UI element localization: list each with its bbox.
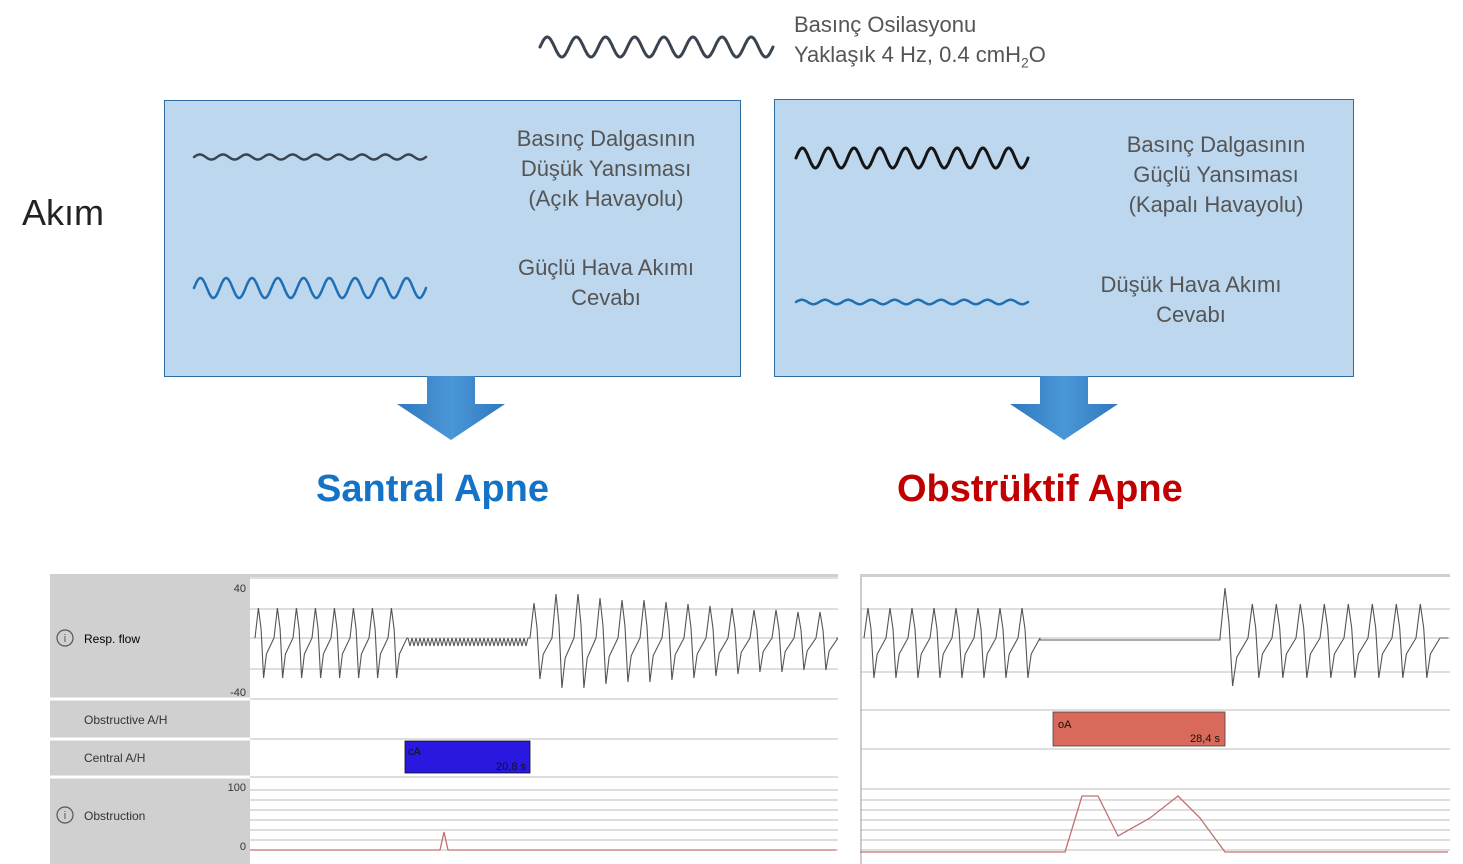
down-arrow-obstructive <box>1010 376 1118 440</box>
caption-line: Düşük Yansıması <box>520 156 692 181</box>
obstruction-label: Obstruction <box>84 809 145 823</box>
caption-line: Cevabı <box>571 285 641 310</box>
obstructive-apnea-recording: oA 28,4 s <box>860 574 1450 864</box>
legend-line-2: Yaklaşık 4 Hz, 0.4 cmH2O <box>794 40 1046 77</box>
resp-flow-trace <box>863 587 1448 687</box>
closed-airway-box <box>774 99 1354 377</box>
obstructive-apnea-event[interactable] <box>1052 711 1226 747</box>
weak-reflection-wave <box>192 153 428 161</box>
event-code: cA <box>408 746 422 758</box>
label-column <box>50 574 250 864</box>
caption-line: (Kapalı Havayolu) <box>1128 192 1304 217</box>
legend-text: Basınç Osilasyonu Yaklaşık 4 Hz, 0.4 cmH… <box>794 10 1046 77</box>
flow-max-label: 40 <box>234 583 246 595</box>
legend-wave <box>538 35 775 59</box>
info-icon[interactable] <box>56 629 74 647</box>
strong-reflection-wave <box>794 146 1030 170</box>
central-apnea-event[interactable] <box>404 740 531 774</box>
caption-line: Basınç Dalgasının <box>516 126 696 151</box>
obstructive-ah-label: Obstructive A/H <box>84 713 167 727</box>
caption-line: Cevabı <box>1156 302 1226 327</box>
left-wave1-caption: Basınç Dalgasının Düşük Yansıması (Açık … <box>470 124 742 214</box>
resp-flow-label: Resp. flow <box>84 632 140 646</box>
central-ah-label: Central A/H <box>84 751 145 765</box>
legend-line-1: Basınç Osilasyonu <box>794 12 977 37</box>
resp-flow-trace <box>254 593 838 689</box>
svg-text:i: i <box>64 633 66 645</box>
caption-line: Basınç Dalgasının <box>1126 132 1306 157</box>
svg-text:i: i <box>64 810 66 822</box>
legend-line-2-prefix: Yaklaşık 4 Hz, 0.4 cmH <box>794 42 1021 67</box>
strong-flow-wave <box>192 276 428 300</box>
obstructive-apnea-title: Obstrüktif Apne <box>897 468 1183 510</box>
event-code: oA <box>1058 719 1072 731</box>
obstruction-trace <box>250 831 836 851</box>
flow-side-label: Akım <box>22 192 105 233</box>
event-duration: 20,8 s <box>496 761 526 773</box>
right-wave2-caption: Düşük Hava Akımı Cevabı <box>1055 270 1327 330</box>
obstruction-trace <box>860 795 1448 853</box>
down-arrow-central <box>397 376 505 440</box>
caption-line: (Açık Havayolu) <box>528 186 684 211</box>
obstruction-max-label: 100 <box>228 782 246 794</box>
central-apnea-recording: i i Resp. flow 40 -40 Obstructive A/H Ce… <box>50 574 838 864</box>
legend-line-2-suffix: O <box>1028 42 1046 67</box>
open-airway-box <box>164 100 741 377</box>
flow-min-label: -40 <box>230 687 246 699</box>
caption-line: Güçlü Yansıması <box>1133 162 1299 187</box>
central-apnea-title: Santral Apne <box>316 468 549 510</box>
right-wave1-caption: Basınç Dalgasının Güçlü Yansıması (Kapal… <box>1080 130 1352 220</box>
weak-flow-wave <box>794 298 1030 306</box>
event-duration: 28,4 s <box>1190 733 1220 745</box>
obstruction-min-label: 0 <box>240 841 246 853</box>
left-wave2-caption: Güçlü Hava Akımı Cevabı <box>470 253 742 313</box>
caption-line: Güçlü Hava Akımı <box>517 255 695 280</box>
info-icon[interactable] <box>56 806 74 824</box>
legend-line-2-sub: 2 <box>1021 54 1029 71</box>
caption-line: Düşük Hava Akımı <box>1100 272 1282 297</box>
